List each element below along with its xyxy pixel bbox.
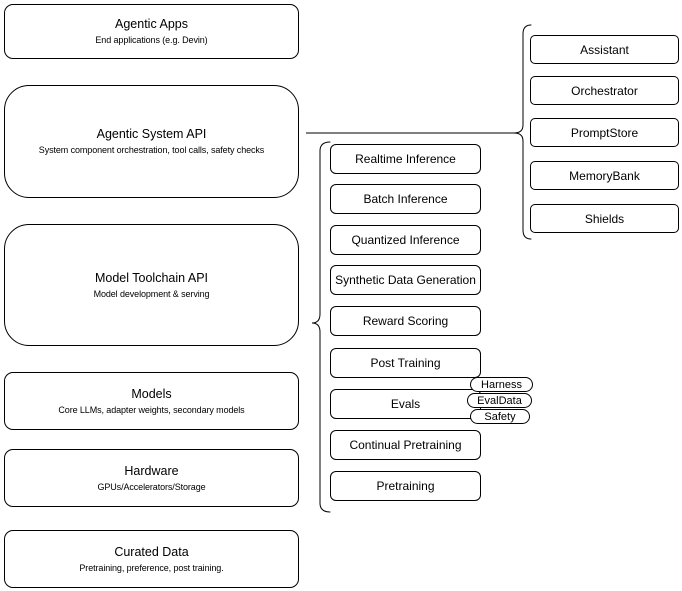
node-subtitle: Pretraining, preference, post training.	[79, 562, 224, 573]
node-subtitle: System component orchestration, tool cal…	[38, 145, 265, 155]
toolchain-item-evals: Evals	[330, 389, 481, 419]
node-subtitle: GPUs/Accelerators/Storage	[97, 481, 206, 492]
node-title: Curated Data	[114, 544, 189, 559]
evals-tag-evaldata: EvalData	[467, 393, 532, 408]
node-agentic-apps: Agentic Apps End applications (e.g. Devi…	[4, 4, 299, 59]
node-title: Models	[131, 386, 172, 401]
toolchain-item-synthetic-data-generation: Synthetic Data Generation	[330, 265, 481, 295]
node-models: Models Core LLMs, adapter weights, secon…	[4, 372, 299, 430]
system-components-brace	[513, 24, 532, 240]
component-promptstore: PromptStore	[530, 118, 679, 147]
node-title: Model Toolchain API	[94, 270, 209, 285]
toolchain-item-pretraining: Pretraining	[330, 471, 481, 501]
node-agentic-system-api: Agentic System API System component orch…	[4, 85, 299, 198]
toolchain-item-quantized-inference: Quantized Inference	[330, 225, 481, 255]
toolchain-item-continual-pretraining: Continual Pretraining	[330, 430, 481, 460]
evals-tag-safety: Safety	[470, 409, 530, 424]
node-title: Agentic System API	[96, 127, 207, 141]
toolchain-item-realtime-inference: Realtime Inference	[330, 144, 481, 174]
toolchain-item-batch-inference: Batch Inference	[330, 184, 481, 214]
toolchain-item-reward-scoring: Reward Scoring	[330, 306, 481, 336]
node-curated-data: Curated Data Pretraining, preference, po…	[4, 530, 299, 588]
node-subtitle: Core LLMs, adapter weights, secondary mo…	[58, 404, 245, 415]
node-hardware: Hardware GPUs/Accelerators/Storage	[4, 449, 299, 507]
node-model-toolchain-api: Model Toolchain API Model development & …	[4, 224, 299, 346]
component-shields: Shields	[530, 204, 679, 233]
component-memorybank: MemoryBank	[530, 161, 679, 190]
node-subtitle: End applications (e.g. Devin)	[95, 35, 208, 45]
evals-tag-harness: Harness	[470, 377, 533, 392]
toolchain-brace	[311, 141, 331, 513]
component-orchestrator: Orchestrator	[530, 76, 679, 105]
toolchain-item-post-training: Post Training	[330, 348, 481, 378]
node-subtitle: Model development & serving	[93, 288, 210, 299]
node-title: Agentic Apps	[115, 17, 188, 31]
component-assistant: Assistant	[530, 35, 679, 64]
node-title: Hardware	[124, 463, 179, 478]
